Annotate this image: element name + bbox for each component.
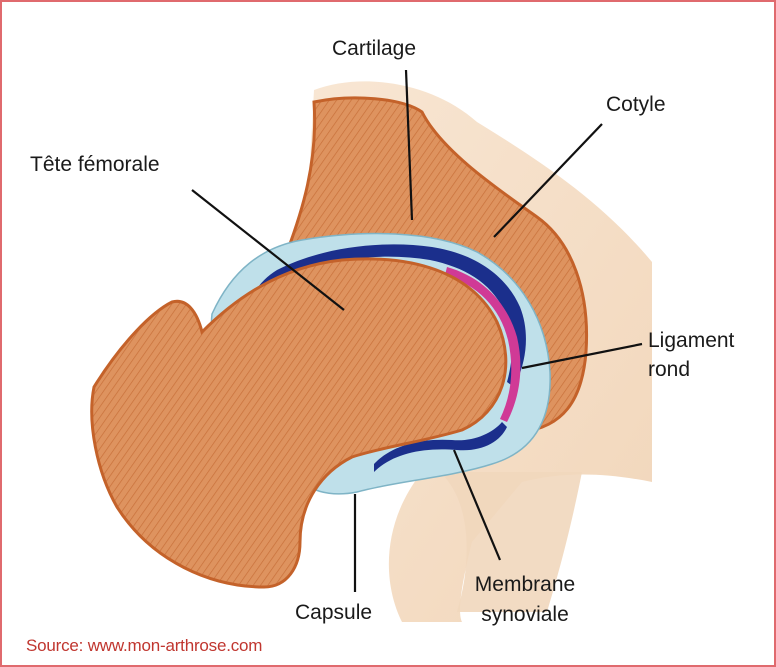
- label-ligament-rond-line1: Ligament: [648, 328, 734, 354]
- source-credit: Source: www.mon-arthrose.com: [26, 636, 262, 656]
- label-membrane-line1: Membrane: [460, 572, 590, 598]
- label-membrane-line2: synoviale: [460, 602, 590, 628]
- label-cotyle: Cotyle: [606, 92, 666, 118]
- label-capsule: Capsule: [295, 600, 372, 626]
- label-tete-femorale: Tête fémorale: [30, 152, 160, 178]
- label-ligament-rond-line2: rond: [648, 357, 690, 383]
- label-cartilage: Cartilage: [332, 36, 416, 62]
